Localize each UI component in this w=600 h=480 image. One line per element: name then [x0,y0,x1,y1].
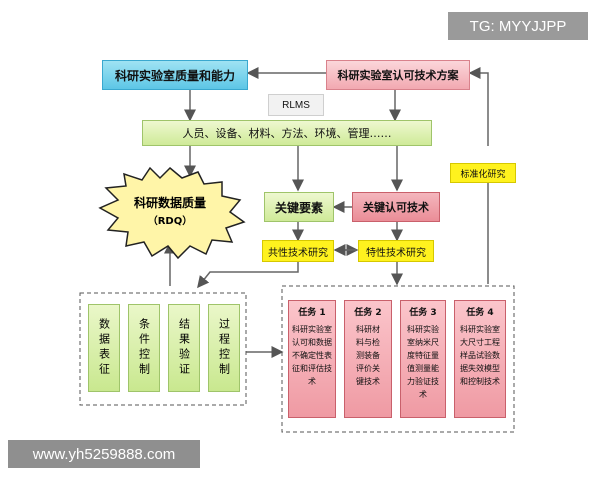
task-2-box: 任务 2 科研材 料与检 测装备 评价关 键技术 [344,300,392,418]
common-tech-box: 共性技术研究 [262,240,334,262]
watermark-bottom: www.yh5259888.com [8,440,200,468]
arrow-common-to-left-group [197,262,299,289]
task-group-border [281,285,515,433]
rdq-burst [98,166,246,260]
left-item-condition-control: 条件控制 [128,304,160,392]
factors-bar: 人员、设备、材料、方法、环境、管理…… [142,120,432,146]
data-quality-abbr: （RDQ） [147,216,193,227]
task-4-box: 任务 4 科研实验室 大尺寸工程 样品试验数 据失效模型 和控制技术 [454,300,506,418]
task-1-box: 任务 1 科研实验室 认可和数据 不确定性表 征和评估技 术 [288,300,336,418]
watermark-top: TG: MYYJJPP [448,12,588,40]
left-item-data-representation: 数据表征 [88,304,120,392]
data-quality-title: 科研数据质量 [133,196,206,210]
standardization-box: 标准化研究 [450,163,516,183]
left-item-process-control: 过程控制 [208,304,240,392]
specific-tech-box: 特性技术研究 [358,240,434,262]
task-3-box: 任务 3 科研实验 室纳米尺 度特征量 值测量能 力验证技术 [400,300,446,418]
arrow-standard-to-scheme [468,67,489,146]
accreditation-scheme-box: 科研实验室认可技术方案 [326,60,470,90]
quality-capability-box: 科研实验室质量和能力 [102,60,248,90]
key-technology-box: 关键认可技术 [352,192,440,222]
rlms-label: RLMS [268,94,324,116]
key-elements-box: 关键要素 [264,192,334,222]
left-item-result-verification: 结果验证 [168,304,200,392]
left-group-border [79,292,247,406]
